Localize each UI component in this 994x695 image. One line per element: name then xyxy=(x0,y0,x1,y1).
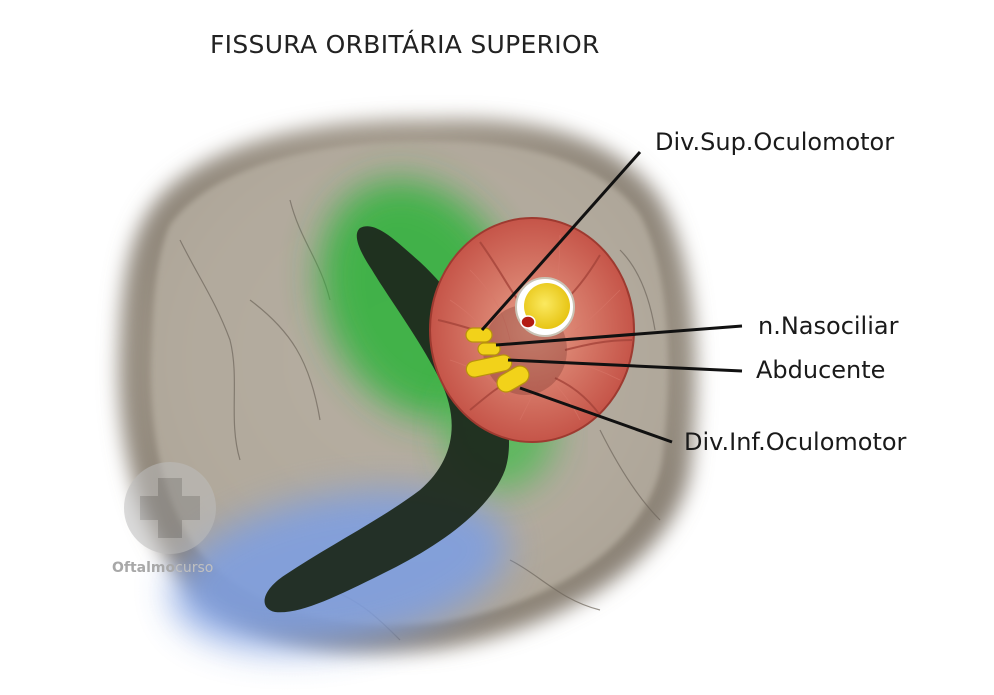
watermark-logo xyxy=(124,462,216,554)
leader-div-sup xyxy=(480,151,642,331)
ophthalmic-artery xyxy=(520,315,536,329)
label-abducente: Abducente xyxy=(756,356,886,384)
watermark-brand-bold: Oftalmo xyxy=(112,560,176,576)
nerve-bundles xyxy=(465,327,530,393)
label-n-nasociliar: n.Nasociliar xyxy=(758,312,899,340)
leader-naso xyxy=(495,324,743,347)
label-div-inf-oculomotor: Div.Inf.Oculomotor xyxy=(684,428,907,456)
leader-lines xyxy=(480,151,743,444)
nerve-div-inf-oculomotor xyxy=(496,365,530,393)
optic-nerve xyxy=(515,277,575,337)
nerve-nasociliar xyxy=(477,342,501,356)
leader-div-inf xyxy=(519,386,673,444)
watermark-brand-light: curso xyxy=(175,560,214,576)
watermark-text: Oftalmocurso xyxy=(112,560,213,576)
label-div-sup-oculomotor: Div.Sup.Oculomotor xyxy=(655,128,895,156)
leader-abd xyxy=(507,358,743,373)
nerve-div-sup-oculomotor xyxy=(465,327,493,343)
diagram-title: FISSURA ORBITÁRIA SUPERIOR xyxy=(210,30,600,59)
